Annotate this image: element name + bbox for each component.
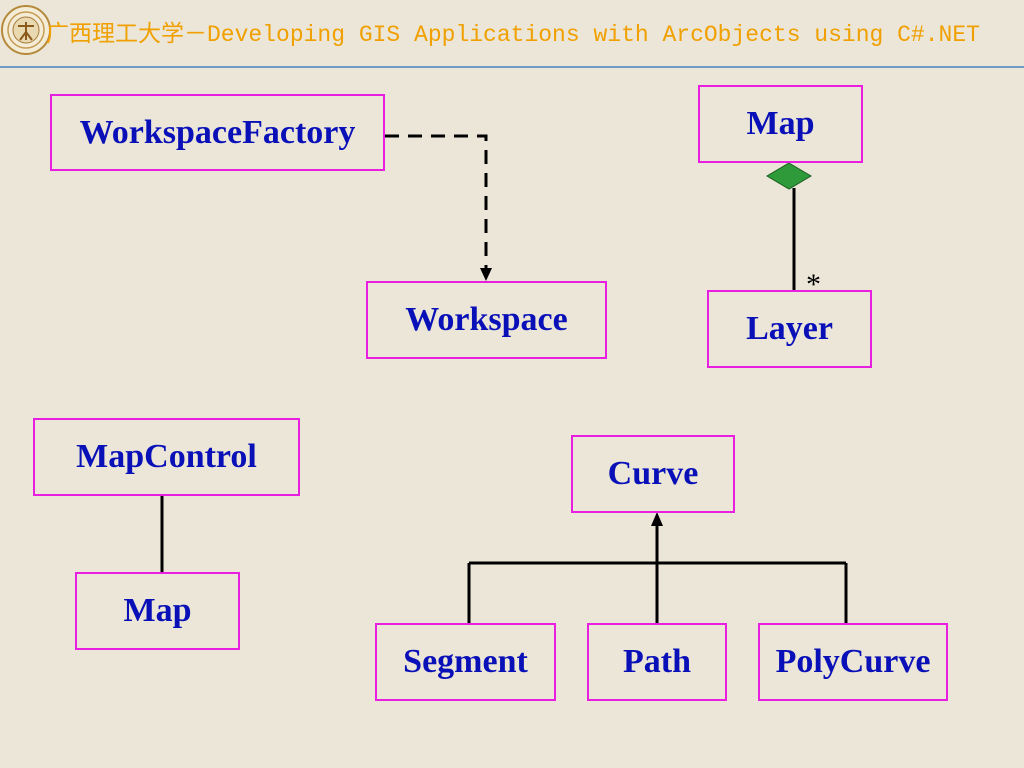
- header-divider: [0, 66, 1024, 68]
- polycurve-box: PolyCurve: [758, 623, 948, 701]
- dependency-arrowhead: [480, 268, 492, 281]
- slide-title: 广西理工大学－Developing GIS Applications with …: [46, 22, 980, 48]
- layer-box: Layer: [707, 290, 872, 368]
- dependency-connector: [385, 134, 488, 270]
- workspace-factory-box: WorkspaceFactory: [50, 94, 385, 171]
- multiplicity-label: *: [806, 268, 821, 301]
- curve-box: Curve: [571, 435, 735, 513]
- path-box: Path: [587, 623, 727, 701]
- aggregation-diamond-icon: [766, 162, 812, 190]
- map-box-lower: Map: [75, 572, 240, 650]
- inheritance-arrowhead: [651, 512, 663, 526]
- university-seal-icon: [1, 5, 51, 55]
- map-box: Map: [698, 85, 863, 163]
- workspace-box: Workspace: [366, 281, 607, 359]
- map-control-box: MapControl: [33, 418, 300, 496]
- segment-box: Segment: [375, 623, 556, 701]
- slide-header: 广西理工大学－Developing GIS Applications with …: [0, 0, 1024, 68]
